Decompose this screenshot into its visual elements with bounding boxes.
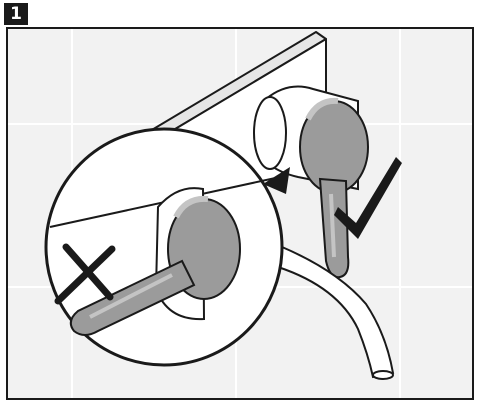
callout-pointer [263, 167, 290, 194]
spout [276, 245, 395, 380]
cross-mark-icon [54, 243, 116, 305]
mixer-handle-wrong [69, 195, 241, 336]
detail-magnifier [44, 127, 284, 367]
mixer-handle-correct [299, 97, 369, 279]
installation-illustration [8, 29, 472, 398]
step-number-badge: 1 [4, 3, 28, 25]
check-mark-icon [334, 157, 402, 239]
illustration-frame [6, 27, 474, 400]
